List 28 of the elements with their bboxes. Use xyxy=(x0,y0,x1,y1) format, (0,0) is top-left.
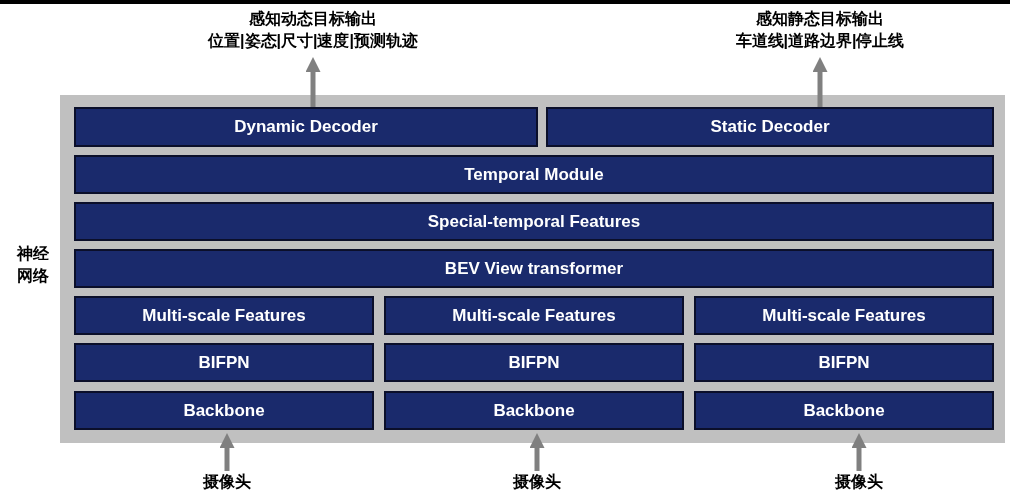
module-box: BEV View transformer xyxy=(74,249,994,288)
module-box: BIFPN xyxy=(74,343,374,382)
module-box: Backbone xyxy=(694,391,994,430)
module-box: Special-temporal Features xyxy=(74,202,994,241)
output-label: 摄像头 xyxy=(203,472,251,491)
module-box: Backbone xyxy=(74,391,374,430)
output-heading: 感知动态目标输出 xyxy=(249,9,377,29)
output-label: 摄像头 xyxy=(513,472,561,491)
output-label: 位置|姿态|尺寸|速度|预测轨迹 xyxy=(208,31,418,51)
output-label: 车道线|道路边界|停止线 xyxy=(735,31,905,51)
module-box: Dynamic Decoder xyxy=(74,107,538,147)
arrow xyxy=(529,433,545,471)
arrow xyxy=(812,57,828,107)
module-box: Static Decoder xyxy=(546,107,994,147)
module-box: Multi-scale Features xyxy=(74,296,374,335)
module-box: Multi-scale Features xyxy=(694,296,994,335)
module-box: Backbone xyxy=(384,391,684,430)
module-box: Temporal Module xyxy=(74,155,994,194)
arrow xyxy=(219,433,235,471)
output-label: 摄像头 xyxy=(835,472,883,491)
module-box: BIFPN xyxy=(694,343,994,382)
side-label: 神经网络 xyxy=(16,244,50,286)
panel-background xyxy=(60,95,1005,443)
arrow xyxy=(305,57,321,107)
module-box: Multi-scale Features xyxy=(384,296,684,335)
arrow xyxy=(851,433,867,471)
module-box: BIFPN xyxy=(384,343,684,382)
output-heading: 感知静态目标输出 xyxy=(756,9,884,29)
